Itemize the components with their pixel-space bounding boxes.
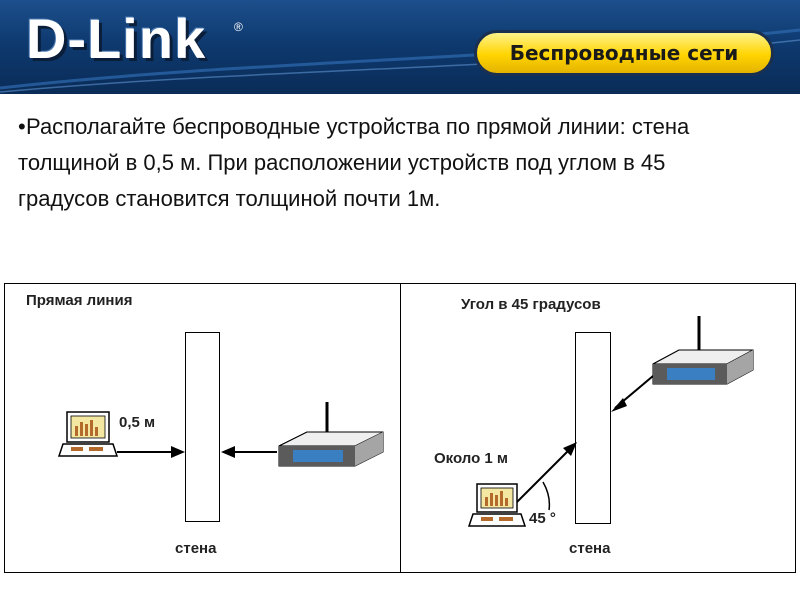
diagram-45-degree: Угол в 45 градусов Около 1 м 45 ° стена [400, 283, 796, 573]
angle-label: 45 ° [529, 510, 556, 527]
laptop-icon [57, 411, 119, 457]
bullet-marker: • [18, 114, 26, 139]
wall-right [575, 332, 611, 524]
angle-arc [542, 481, 551, 511]
wall-left [185, 332, 220, 522]
laptop-icon [467, 483, 527, 527]
body-paragraph: •Располагайте беспроводные устройства по… [18, 109, 748, 217]
diagram-left-title: Прямая линия [26, 292, 133, 309]
brand-logo: D-Link [26, 7, 207, 70]
section-badge: Беспроводные сети [474, 30, 774, 76]
diagram-left-graphics [57, 402, 384, 467]
header-bar: D-Link ® Беспроводные сети [0, 0, 800, 94]
distance-label-left: 0,5 м [119, 414, 156, 431]
registered-mark: ® [234, 20, 243, 34]
diagram-right-title: Угол в 45 градусов [461, 296, 601, 313]
router-icon [652, 316, 754, 385]
diagram-straight-line: Прямая линия 0,5 м стена [4, 283, 401, 573]
router-icon [278, 402, 384, 467]
diagram-right-graphics [467, 316, 754, 527]
section-badge-label: Беспроводные сети [509, 41, 739, 65]
wall-label-left: стена [175, 540, 217, 557]
paragraph-text: Располагайте беспроводные устройства по … [18, 114, 690, 211]
wall-label-right: стена [569, 540, 611, 557]
distance-label-right: Около 1 м [434, 450, 509, 467]
arrow-diagonal-laptop [508, 445, 574, 511]
